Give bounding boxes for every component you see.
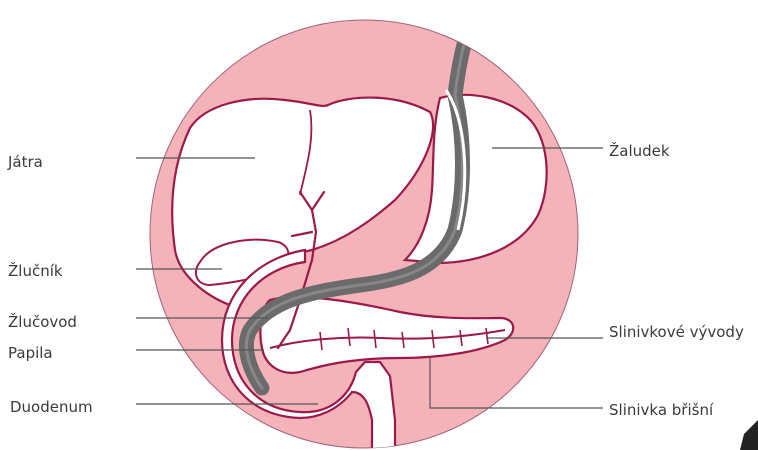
label-bile-duct: Žlučovod (8, 313, 77, 331)
label-pancreas: Slinivka břišní (609, 401, 713, 419)
corner-fragment (740, 420, 758, 450)
label-liver: Játra (8, 153, 43, 171)
label-duodenum: Duodenum (10, 398, 93, 416)
label-papilla: Papila (8, 344, 53, 362)
label-gallbladder: Žlučník (8, 262, 63, 280)
label-pancreatic-ducts: Slinivkové vývody (609, 323, 744, 341)
label-stomach: Žaludek (609, 142, 670, 160)
